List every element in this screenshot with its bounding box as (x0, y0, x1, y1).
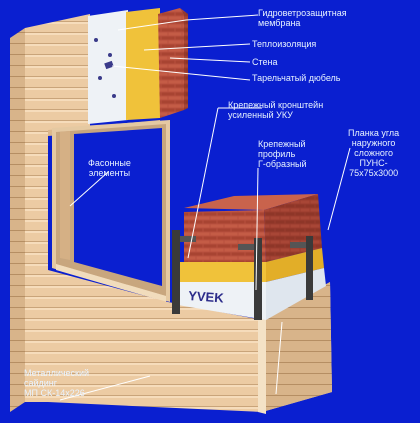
profile-left (172, 230, 180, 314)
window-glass (74, 128, 162, 286)
label-facade-elements-line-2: элементы (88, 168, 131, 178)
label-siding: Металлический сайдинг МП СК-14х226 (24, 368, 89, 398)
corner-strip (258, 316, 266, 414)
label-corner-strip-line-2: наружного (351, 138, 396, 148)
label-siding-line-1: Металлический (24, 368, 90, 378)
label-membrane-line-1: Гидроветрозащитная (258, 8, 347, 18)
label-profile-line-1: Крепежный (258, 139, 306, 149)
label-profile-line-3: Г-образный (258, 159, 307, 169)
profile-mid (254, 238, 262, 320)
label-profile-line-2: профиль (258, 149, 296, 159)
label-corner-strip: Планка угла наружного сложного ПУНС- 75х… (348, 128, 399, 178)
label-siding-line-3: МП СК-14х226 (24, 388, 85, 398)
label-profile: Крепежный профиль Г-образный (258, 139, 307, 169)
label-membrane-line-2: мембрана (258, 18, 301, 28)
bracket-mid (238, 244, 254, 250)
insulation-layer (126, 8, 160, 120)
label-facade-elements-line-1: Фасонные (88, 158, 131, 168)
membrane-print: YVEK (188, 288, 225, 305)
insulation-lower-front (178, 262, 266, 282)
window (52, 120, 170, 302)
label-corner-strip-line-1: Планка угла (348, 128, 400, 138)
facade-element-strip (60, 131, 70, 260)
label-insulation: Теплоизоляция (252, 39, 317, 49)
label-membrane: Гидроветрозащитная мембрана (258, 8, 347, 28)
upper-wall-section (10, 8, 188, 412)
bracket-right (290, 242, 306, 248)
label-corner-strip-line-4: ПУНС- (359, 158, 388, 168)
lower-siding-right (262, 282, 332, 412)
label-siding-line-2: сайдинг (24, 378, 58, 388)
siding-side-face (10, 28, 25, 412)
label-corner-strip-line-5: 75х75х3000 (349, 168, 399, 178)
brick-block-top (184, 194, 318, 210)
window-sill (56, 264, 166, 302)
label-facade-elements: Фасонные элементы (88, 158, 131, 178)
label-bracket-line-1: Крепежный кронштейн (228, 100, 324, 110)
siding-panel (25, 14, 90, 402)
label-bracket-line-2: усиленный УКУ (228, 110, 293, 120)
label-dowel: Тарельчатый дюбель (252, 73, 341, 83)
label-wall: Стена (252, 57, 278, 67)
label-corner-strip-line-3: сложного (354, 148, 394, 158)
brick-wall (158, 8, 184, 118)
label-bracket: Крепежный кронштейн усиленный УКУ (228, 100, 323, 120)
bracket-left (180, 236, 196, 242)
leader-lines (59, 14, 351, 401)
membrane-lower-front (172, 282, 266, 320)
membrane-print-marks (94, 38, 116, 98)
profile-right (306, 236, 313, 300)
lower-wall-section (48, 194, 332, 414)
